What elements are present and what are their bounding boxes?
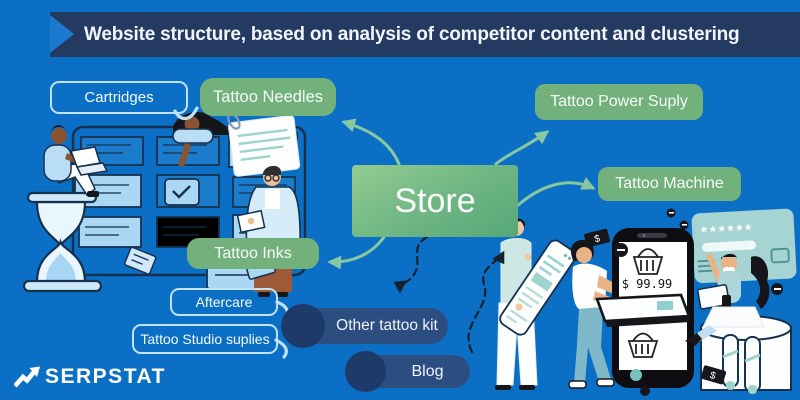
callout-label: Tattoo Studio suplies [140, 331, 270, 347]
person-on-cylinder-illustration [685, 253, 792, 394]
phone-price: $ 99.99 [622, 277, 673, 291]
logo-text: SERPSTAT [45, 365, 166, 388]
node-label: Tattoo Needles [212, 87, 324, 106]
node-store: Store [352, 165, 518, 237]
phone-illustration: $ 99.99 [595, 228, 694, 388]
serpstat-logo: SERPSTAT [14, 365, 166, 389]
card-number-mask: ****** [701, 221, 755, 241]
node-label: Other tattoo kit [336, 317, 438, 334]
basket-icon [627, 332, 659, 358]
arrow-store-to-power-suply [494, 130, 550, 166]
pill-dot [345, 351, 386, 392]
right-illustration: ****** [495, 208, 797, 396]
callout-aftercare: Aftercare [170, 288, 278, 316]
node-tattoo-needles: Tattoo Needles [200, 78, 336, 116]
serpstat-chart-arrow-icon [14, 366, 40, 388]
credit-card-illustration: ****** [691, 208, 797, 284]
person-with-laptop-illustration [43, 125, 109, 197]
callout-cartridges: Cartridges [50, 81, 188, 114]
node-blog: Blog [345, 351, 470, 392]
inserted-card-illustration [595, 293, 691, 327]
hourglass-icon [22, 191, 103, 293]
arrow-store-to-otherkit [393, 235, 429, 294]
node-store-label: Store [394, 181, 476, 220]
arrow-store-to-inks [327, 235, 386, 270]
left-illustration [22, 112, 307, 297]
callout-label: Cartridges [84, 89, 154, 106]
callout-label: Aftercare [195, 294, 253, 310]
money-symbol: $ [593, 233, 601, 245]
callout-tattoo-studio-suplies: Tattoo Studio suplies [132, 324, 278, 354]
page-title: Website structure, based on analysis of … [84, 23, 740, 45]
note-with-paperclip-illustration [227, 113, 301, 177]
node-label: Tattoo Power Suply [550, 93, 688, 110]
arrow-store-to-needles [341, 118, 401, 166]
node-tattoo-inks: Tattoo Inks [187, 238, 319, 269]
node-tattoo-power-suply: Tattoo Power Suply [535, 84, 703, 120]
node-tattoo-machine: Tattoo Machine [598, 167, 741, 201]
node-label: Blog [411, 362, 444, 380]
tattoo-grip-illustration [722, 334, 761, 394]
phone-home-button [630, 369, 642, 381]
person-with-receipt-illustration [495, 218, 577, 390]
node-other-tattoo-kit: Other tattoo kit [281, 304, 448, 348]
money-icons-illustration: $ $ [584, 208, 783, 396]
node-label: Tattoo Inks [214, 244, 292, 262]
money-symbol: $ [708, 370, 717, 382]
basket-icon [632, 248, 664, 275]
node-label: Tattoo Machine [615, 175, 724, 192]
pill-dot [281, 304, 325, 348]
header-banner: Website structure, based on analysis of … [50, 12, 800, 57]
